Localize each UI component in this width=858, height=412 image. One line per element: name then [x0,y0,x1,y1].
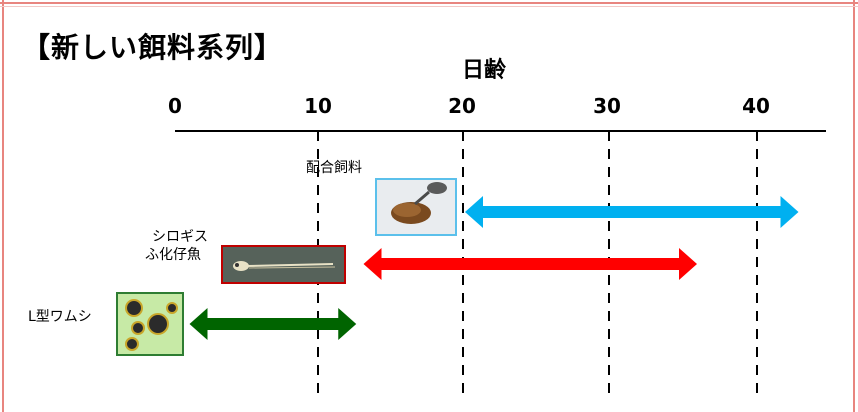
tick-label-20: 20 [448,94,476,118]
larva-label-line2: ふ化仔魚 [145,247,201,263]
rotifer-photo [116,292,184,356]
axis-title: 日齢 [462,58,507,83]
top-border [0,2,858,4]
larva-label-line1: シロギス [152,229,208,245]
right-border [853,0,855,412]
pellet-feed-label: 配合飼料 [306,160,362,176]
tick-label-30: 30 [593,94,621,118]
top-border-inner [0,6,858,7]
feeding-period-arrows [189,196,799,340]
pellet-feed-photo [375,178,457,236]
left-border [2,0,4,412]
larva-photo [221,245,346,284]
slide-title: 【新しい餌料系列】 [22,31,284,64]
pellet-feed-arrow [465,196,799,228]
larva-arrow [363,248,697,280]
tick-label-0: 0 [168,94,182,118]
pellet-spoon-icon [377,180,455,234]
larva-fish-icon [223,247,344,282]
rotifer-icon [118,294,182,354]
tick-label-10: 10 [304,94,332,118]
tick-label-40: 40 [742,94,770,118]
rotifer-label: L型ワムシ [28,309,92,325]
rotifer-arrow [189,308,357,340]
